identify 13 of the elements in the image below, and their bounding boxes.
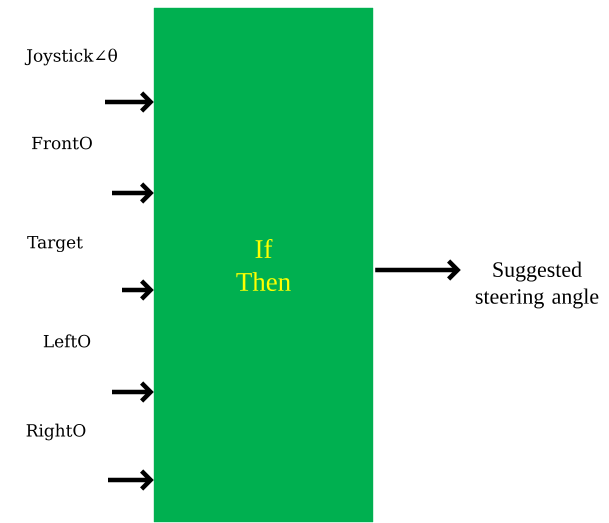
arrow — [375, 259, 461, 281]
output-label: Suggested steering angle — [476, 262, 598, 308]
input-label: FrontO — [32, 136, 92, 150]
arrow — [122, 279, 154, 301]
arrow — [108, 469, 154, 491]
input-label: LeftO — [44, 334, 90, 348]
input-label: Target — [27, 236, 83, 252]
arrow — [105, 91, 154, 113]
arrow — [112, 182, 154, 204]
rule-block: If Then — [154, 8, 374, 522]
arrow — [112, 381, 154, 403]
input-label: RightO — [26, 424, 86, 440]
input-label: Joystick∠θ — [24, 48, 117, 66]
